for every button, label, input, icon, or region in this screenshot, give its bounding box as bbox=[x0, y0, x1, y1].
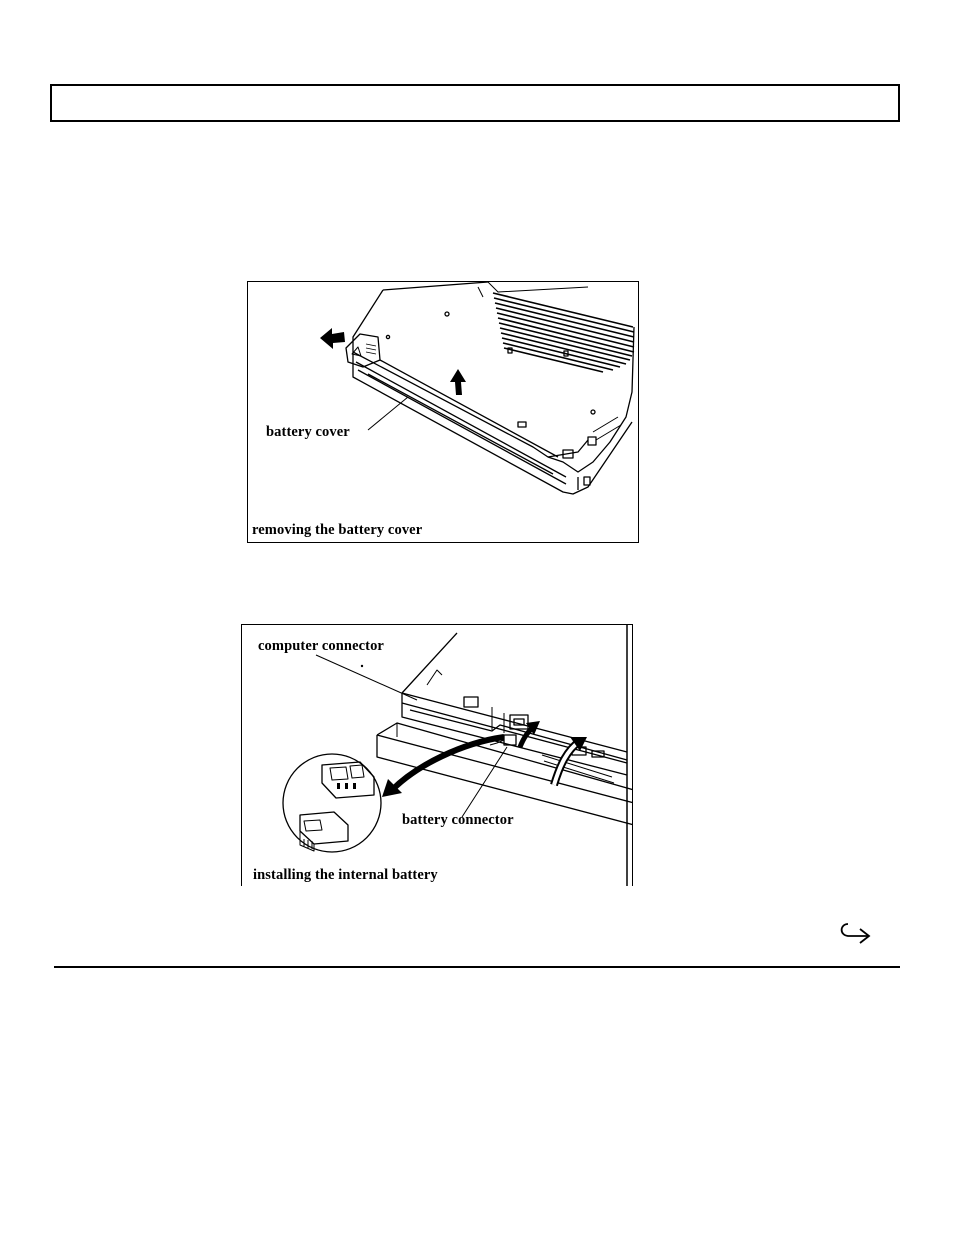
footer-rule bbox=[54, 966, 900, 968]
battery-installation-illustration bbox=[282, 625, 632, 886]
rotate-arrow-icon bbox=[550, 737, 587, 787]
figure-removing-battery-cover: battery cover removing the battery cover bbox=[247, 281, 639, 543]
computer-connector-label: computer connector bbox=[258, 638, 384, 654]
figure-installing-internal-battery: computer connector battery connector ins… bbox=[241, 624, 633, 886]
figure-caption: installing the internal battery bbox=[253, 867, 438, 883]
lift-arrow-icon bbox=[450, 369, 466, 395]
continued-arrow-icon bbox=[840, 923, 871, 944]
insert-arrow-icon bbox=[517, 721, 540, 748]
laptop-underside-illustration bbox=[320, 282, 635, 495]
battery-cover-label: battery cover bbox=[266, 424, 350, 440]
slide-arrow-icon bbox=[320, 328, 345, 349]
header-box bbox=[50, 84, 900, 122]
figure-caption: removing the battery cover bbox=[252, 522, 423, 538]
battery-connector-label: battery connector bbox=[402, 812, 514, 828]
connect-arrow-icon bbox=[382, 734, 505, 797]
